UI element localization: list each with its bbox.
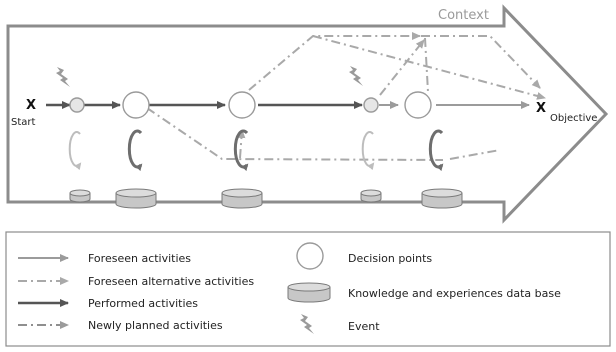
context-arrow — [6, 4, 609, 224]
legend-database-icon — [287, 282, 331, 303]
decision-point-4 — [404, 91, 432, 119]
database-icon-5 — [421, 188, 463, 209]
cycle-arrow-icon-4 — [361, 131, 375, 171]
cycle-arrow-icon-5 — [428, 129, 444, 172]
knowledge-databases — [69, 188, 463, 209]
database-icon-4 — [360, 189, 382, 203]
cycle-arrow-icon-1 — [68, 131, 82, 171]
start-marker: X — [26, 98, 36, 113]
decision-point-start — [69, 97, 85, 113]
legend-foreseen-alt-label: Foreseen alternative activities — [88, 275, 254, 288]
decision-points — [69, 91, 432, 119]
objective-marker: X — [536, 101, 546, 116]
cycle-arrow-icon-3 — [233, 129, 249, 172]
decision-point-event — [363, 97, 379, 113]
database-icon-1 — [69, 189, 91, 203]
legend-foreseen-label: Foreseen activities — [88, 252, 191, 265]
legend-decision-points-label: Decision points — [348, 252, 432, 265]
legend-newly-planned-label: Newly planned activities — [88, 319, 223, 332]
legend-performed-label: Performed activities — [88, 297, 198, 310]
database-icon-2 — [115, 188, 157, 209]
alternative-paths — [146, 32, 546, 161]
start-label: Start — [11, 117, 36, 128]
decision-point-2 — [228, 91, 256, 119]
cycle-icons — [68, 129, 444, 172]
legend-event-label: Event — [348, 320, 380, 333]
context-label: Context — [438, 8, 489, 23]
cycle-arrow-icon-2 — [127, 129, 143, 172]
legend-knowledge-db-label: Knowledge and experiences data base — [348, 287, 561, 300]
decision-point-1 — [122, 91, 150, 119]
legend: Foreseen activities Foreseen alternative… — [5, 231, 611, 347]
legend-decision-point-icon — [296, 242, 324, 270]
database-icon-3 — [221, 188, 263, 209]
objective-label: Objective — [550, 113, 597, 124]
